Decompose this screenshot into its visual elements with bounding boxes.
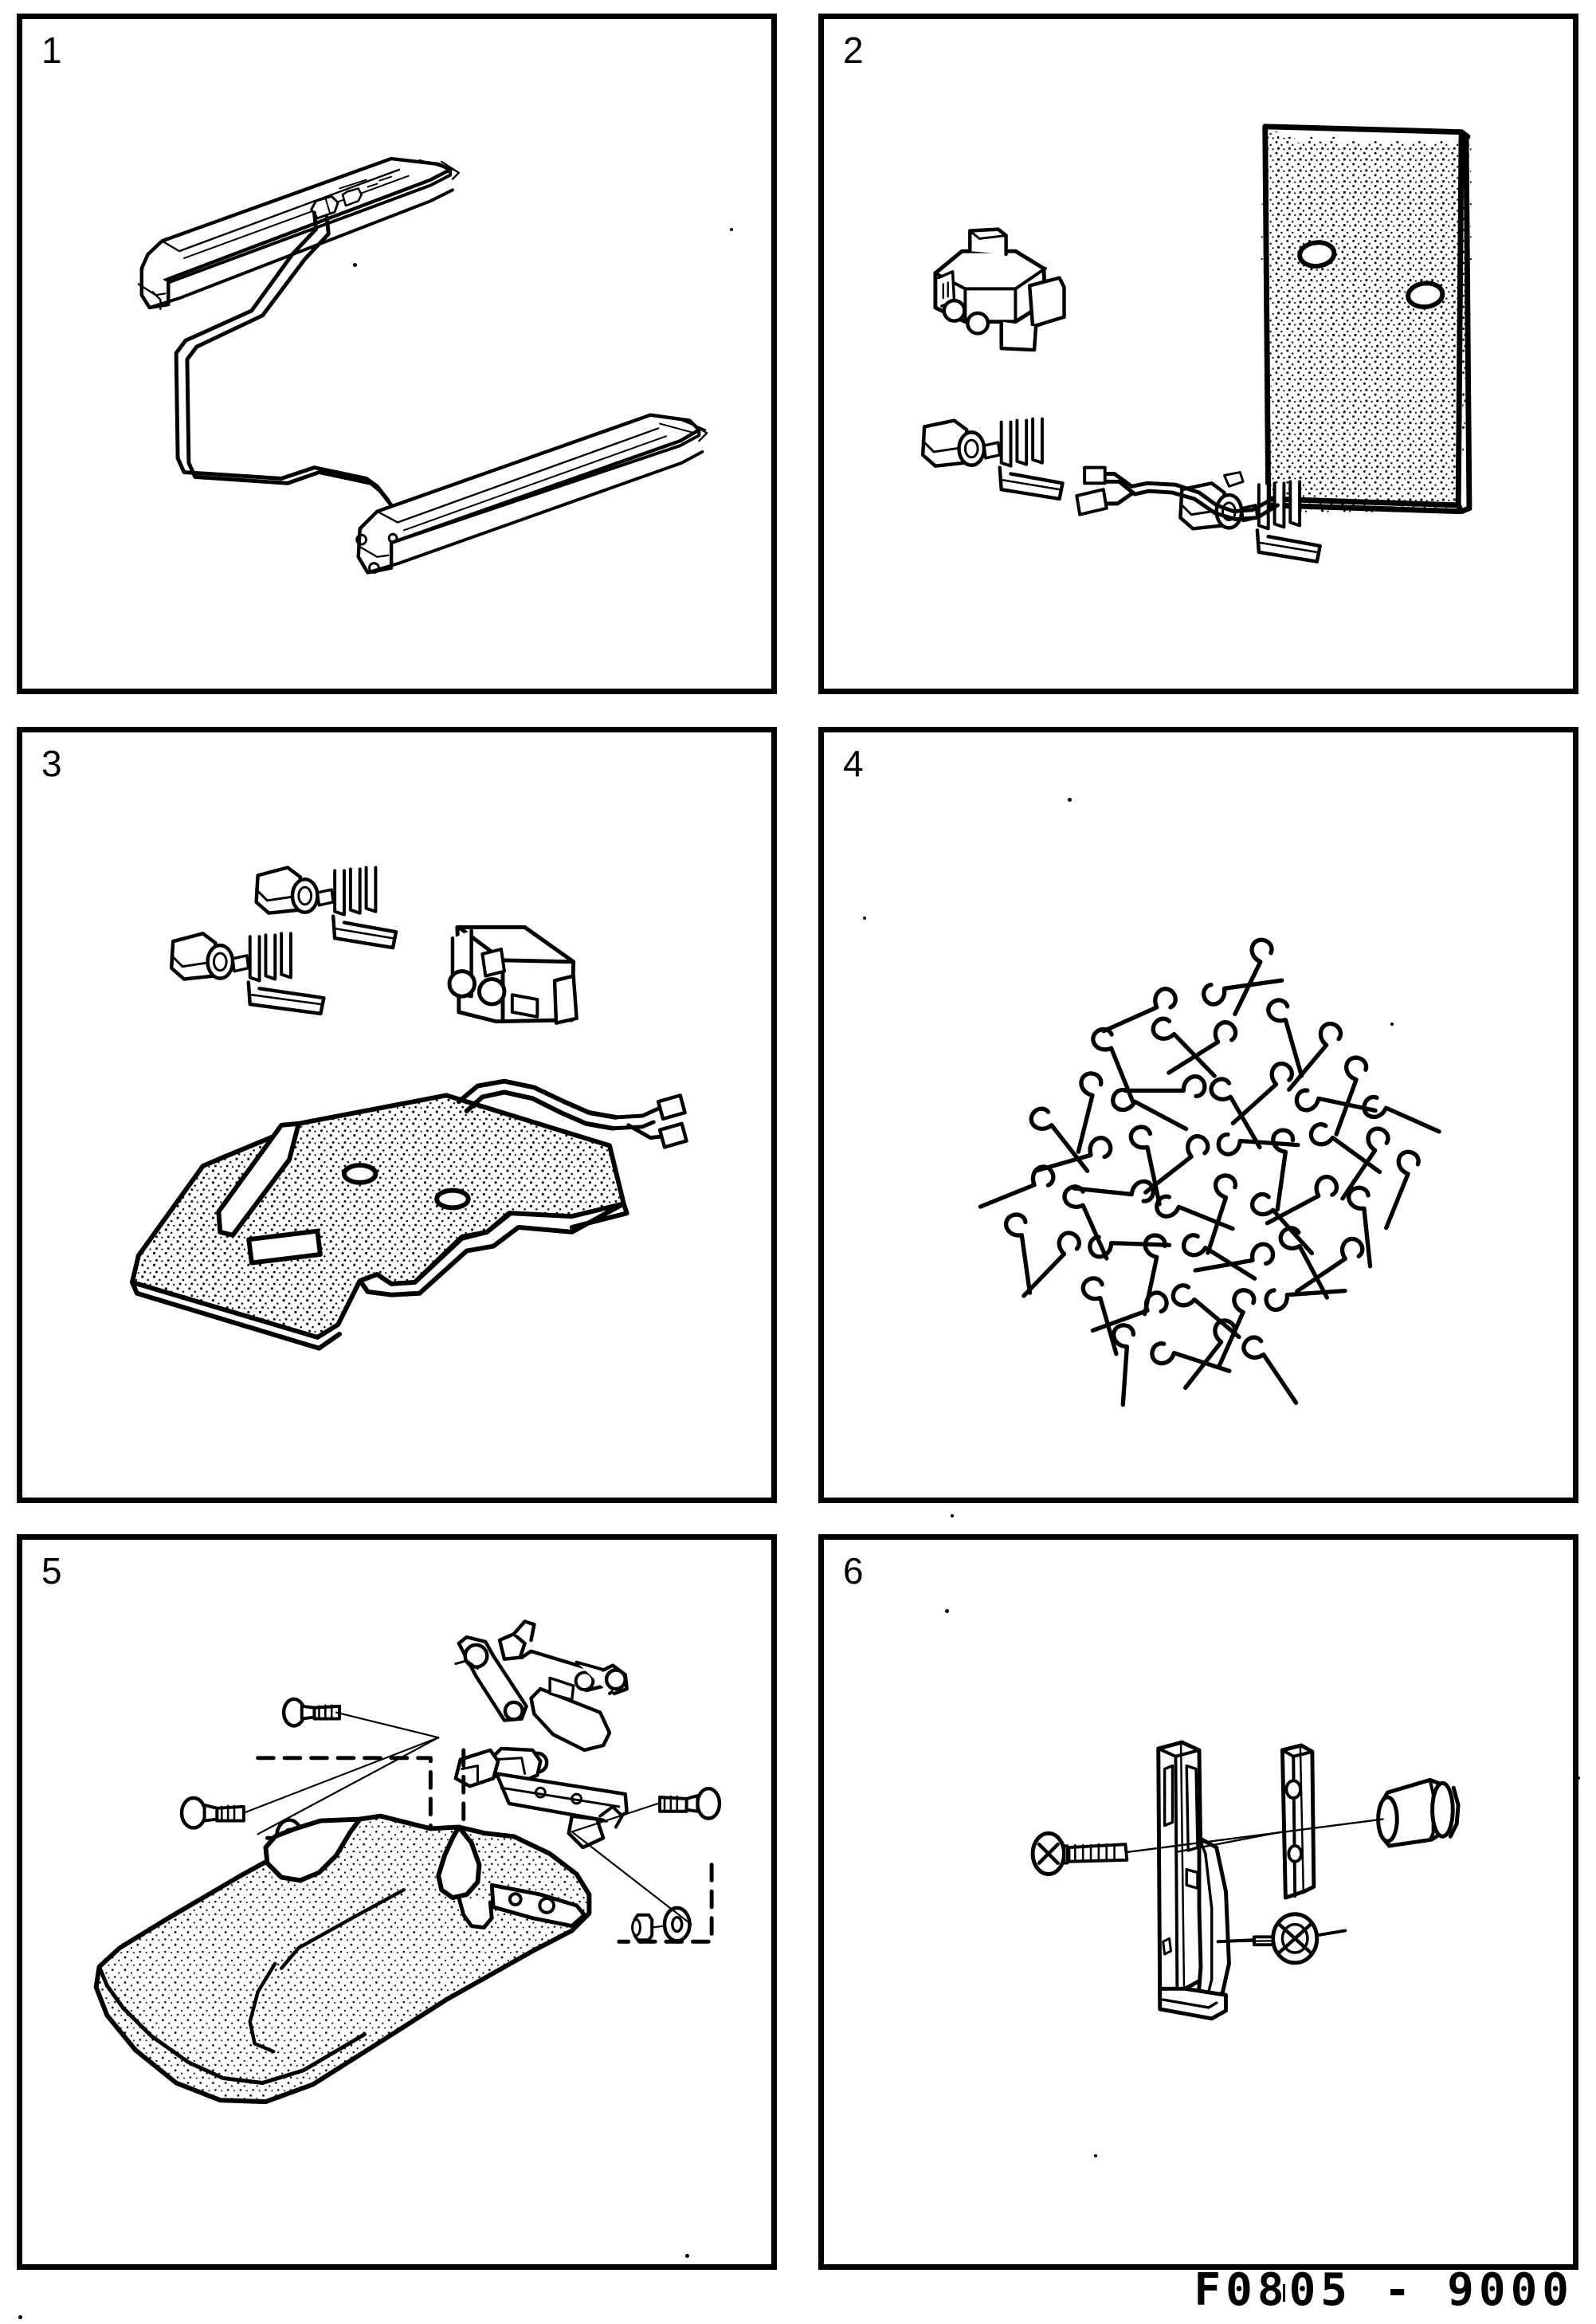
crimp-terminal-lower (169, 932, 326, 1016)
hardware-bolt-lower-left (179, 1796, 245, 1830)
panel-2-backrest-heater-pad: 2 (818, 14, 1578, 694)
crimp-terminal-upper (254, 866, 398, 950)
seat-cushion-pad (93, 1813, 592, 2105)
panel-number: 5 (41, 1550, 62, 1592)
dashed-alignment-guides (256, 1748, 714, 1944)
panel-1-seat-rails: 1 (17, 14, 777, 694)
two-pole-connector-housing (447, 924, 578, 1025)
clip-pile (975, 936, 1441, 1411)
panel-number: 6 (843, 1550, 864, 1592)
cushion-heater-pad (129, 1093, 629, 1351)
hardware-bolt-right (658, 1786, 722, 1820)
hardware-bolt-upper-left (281, 1697, 342, 1728)
folding-hinge-bracket (453, 1619, 629, 1850)
crimp-terminal-left (920, 417, 1065, 501)
cross-head-screw-lower (1216, 1912, 1347, 1965)
left-seat-rail (137, 156, 461, 311)
cross-head-screw-horizontal (1030, 1831, 1129, 1877)
panel-4-hog-ring-clips: 4 (818, 727, 1578, 1503)
panel-4-artwork (824, 732, 1573, 1498)
assembly-axis-lines (1126, 1818, 1384, 1943)
two-pole-connector-housing (933, 227, 1066, 352)
right-seat-rail (355, 413, 708, 575)
panel-3-cushion-heater-pad: 3 (17, 727, 777, 1503)
flat-retaining-plate (1280, 1743, 1316, 1900)
bush-right (631, 1913, 654, 1942)
heater-pad-pigtail-lead (1075, 465, 1280, 521)
panel-5-cushion-and-hinge-bracket: 5 (17, 1534, 777, 2270)
panel-number: 3 (41, 743, 62, 784)
washer-right (662, 1906, 692, 1943)
panel-2-artwork (920, 124, 1474, 563)
backrest-heater-pad (1258, 124, 1474, 515)
panel-6-artwork (1030, 1740, 1461, 2021)
latch-striker-bracket (1156, 1740, 1231, 2021)
panel-number: 2 (843, 29, 864, 71)
drawing-reference-code: F0805 - 9000 (1194, 2264, 1574, 2316)
panel-number: 4 (843, 743, 864, 784)
panel-6-latch-striker-bracket: 6 (818, 1534, 1578, 2270)
footer-tick-mark (1283, 2284, 1285, 2302)
panel-number: 1 (41, 29, 62, 71)
panel-3-artwork (129, 866, 688, 1351)
panel-5-artwork (93, 1619, 722, 2105)
panel-1-artwork (137, 156, 708, 575)
pad-twin-lead (456, 1078, 688, 1149)
spacer-bush-sleeve (1376, 1777, 1461, 1848)
connecting-wire-loop (174, 210, 394, 508)
